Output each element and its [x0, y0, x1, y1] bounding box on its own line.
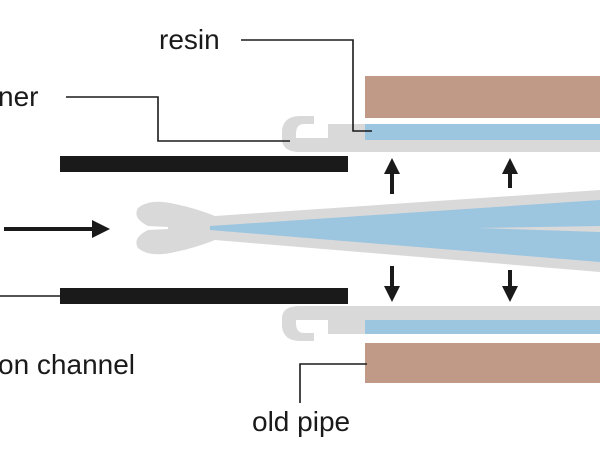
inversion-resin-core	[210, 200, 600, 262]
leader-line-resin	[241, 39, 372, 132]
arrow-right-icon	[4, 220, 110, 238]
resin-bottom-layer	[365, 320, 600, 334]
insertion-bar-top	[60, 156, 348, 172]
label-resin: resin	[159, 24, 220, 55]
arrow-down-icon	[384, 266, 400, 302]
old-pipe-top-wall	[365, 76, 600, 118]
leader-line-liner	[66, 96, 290, 142]
label-old-pipe: old pipe	[252, 406, 350, 437]
leader-line-old-pipe	[299, 363, 367, 403]
arrow-up-icon	[384, 158, 400, 194]
label-channel: on channel	[0, 349, 135, 380]
resin-top-layer	[365, 124, 600, 140]
liner-bottom-layer	[282, 306, 600, 341]
label-liner: ner	[0, 81, 38, 112]
old-pipe-bottom-wall	[365, 343, 600, 383]
liner-top-layer	[282, 116, 600, 152]
arrow-up-icon	[502, 158, 518, 188]
insertion-bar-bottom	[60, 288, 348, 304]
arrow-down-icon	[502, 270, 518, 302]
